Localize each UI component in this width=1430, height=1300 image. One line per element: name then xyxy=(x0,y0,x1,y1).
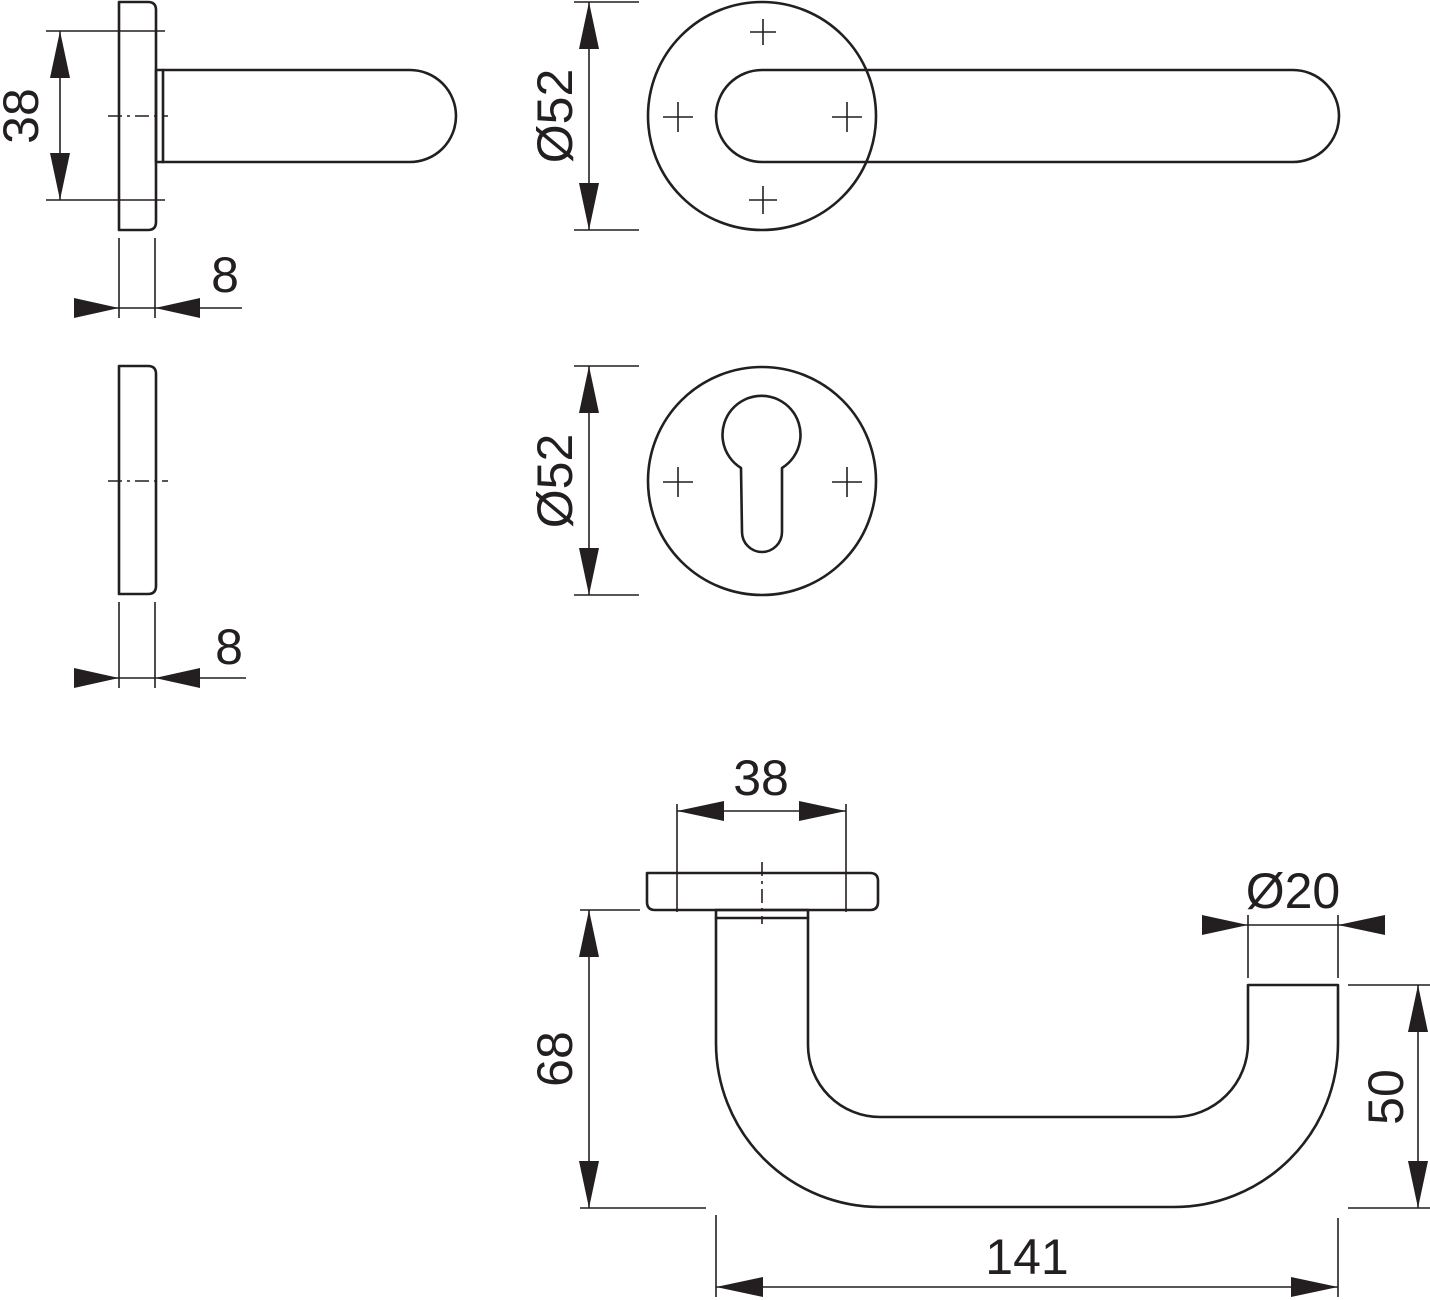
lever-rose-plate xyxy=(645,871,880,912)
arrowhead xyxy=(50,31,70,78)
arrowhead xyxy=(74,298,119,318)
arrowhead xyxy=(50,153,70,200)
rose-circle xyxy=(646,0,878,232)
lever-end-height-label: 50 xyxy=(1358,1069,1414,1125)
arrowhead xyxy=(716,1277,763,1297)
escutcheon-diameter-label: Ø52 xyxy=(527,434,583,529)
rose-plate-side xyxy=(117,0,158,232)
arrowhead xyxy=(677,801,724,821)
arrowhead xyxy=(1291,1277,1338,1297)
arrowhead xyxy=(1202,915,1248,935)
rose-side-view: 38 8 xyxy=(0,0,458,318)
arrowhead xyxy=(74,668,119,688)
arrowhead xyxy=(155,298,200,318)
screw-mark xyxy=(663,102,693,132)
lever-profile-view: 38 Ø20 68 50 141 xyxy=(527,750,1430,1297)
screw-mark xyxy=(750,19,776,45)
lever-height-label: 68 xyxy=(527,1031,583,1087)
cylinder-keyhole xyxy=(721,394,802,554)
lever-body xyxy=(714,916,1340,1209)
arrowhead xyxy=(579,2,599,49)
arrowhead xyxy=(1408,985,1428,1032)
arrowhead xyxy=(579,183,599,230)
arrowhead xyxy=(1338,915,1385,935)
escutcheon-plate-side xyxy=(117,364,158,596)
screw-mark xyxy=(832,102,862,132)
lever-diameter-label: Ø20 xyxy=(1246,863,1341,919)
arrowhead xyxy=(799,801,846,821)
arrowhead xyxy=(1408,1161,1428,1208)
escutcheon-front-view: Ø52 xyxy=(527,365,878,597)
screw-mark xyxy=(663,467,693,497)
rose-diameter-label: Ø52 xyxy=(527,69,583,164)
screw-mark xyxy=(832,467,862,497)
arrowhead xyxy=(579,910,599,957)
rose-thickness-label: 8 xyxy=(211,247,239,303)
arrowhead xyxy=(579,366,599,413)
arrowhead xyxy=(155,668,200,688)
rose-neck-side xyxy=(154,68,165,164)
lever-side xyxy=(161,68,458,164)
escutcheon-thickness-label: 8 xyxy=(215,619,243,675)
arrowhead xyxy=(579,548,599,595)
rose-front-view: Ø52 xyxy=(527,0,1341,232)
escutcheon-circle xyxy=(646,365,878,597)
arrowhead xyxy=(579,1161,599,1208)
escutcheon-side-view: 8 xyxy=(74,364,246,688)
lever-rose-span-label: 38 xyxy=(733,750,789,806)
rose-height-label: 38 xyxy=(0,88,49,144)
screw-mark xyxy=(749,186,777,214)
lever-length-label: 141 xyxy=(985,1229,1068,1285)
lever-top xyxy=(714,68,1341,164)
